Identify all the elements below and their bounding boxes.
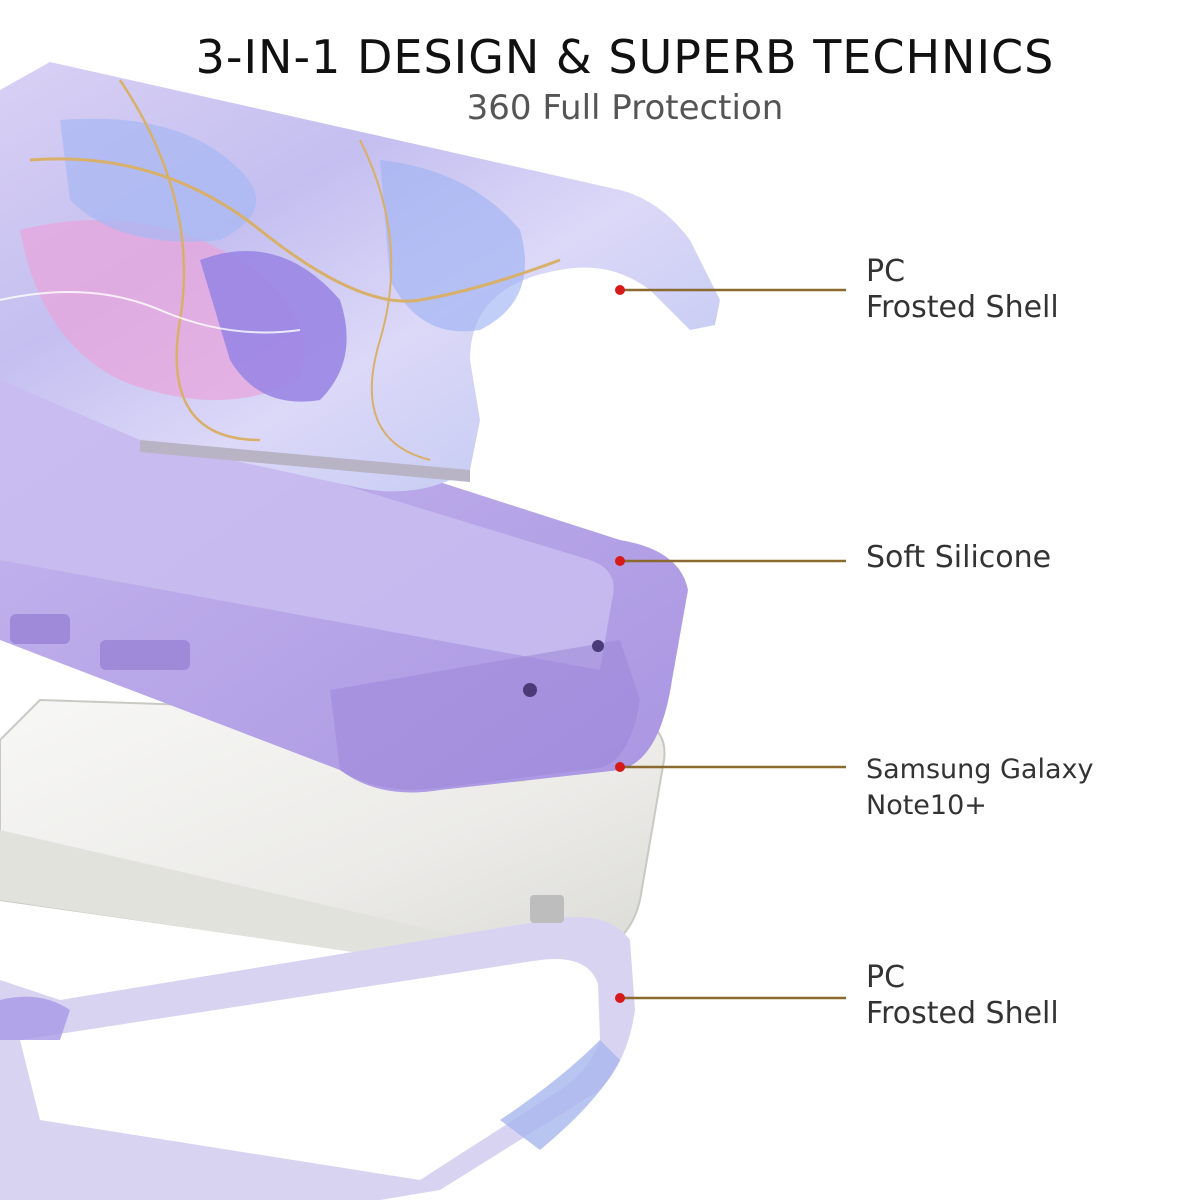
callout-soft-silicone: Soft Silicone [866,540,1051,576]
marker-dot [615,556,625,566]
callout-label: Frosted Shell [866,996,1059,1031]
marker-dot [615,285,625,295]
callout-label: PC [866,960,906,995]
marker-dot [615,762,625,772]
callout-label: Samsung Galaxy Note10+ [866,754,1094,821]
callout-label: PC [866,254,906,289]
bottom-shell-layer [0,895,635,1200]
leader-lines [615,285,846,1003]
callout-bottom-shell: PC Frosted Shell [866,960,1059,1032]
page-title: 3-IN-1 DESIGN & SUPERB TECHNICS [195,30,1055,84]
marker-dot [615,993,625,1003]
callout-label: Soft Silicone [866,540,1052,575]
callout-phone-model: Samsung Galaxy Note10+ [866,752,1200,824]
callout-label: Frosted Shell [866,290,1059,325]
callout-top-shell: PC Frosted Shell [866,254,1059,326]
page-subtitle: 360 Full Protection [466,88,784,128]
top-shell-layer [0,62,720,492]
